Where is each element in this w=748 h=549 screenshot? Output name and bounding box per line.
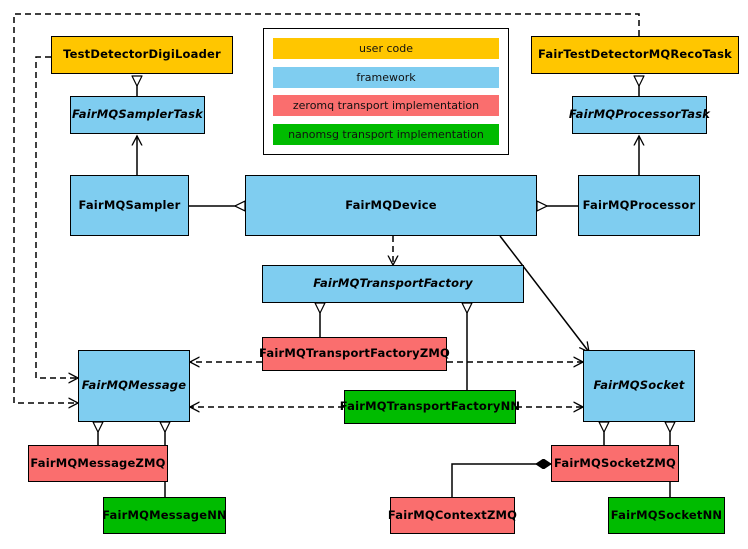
legend-item-framework: framework	[273, 66, 499, 88]
class-node-fairmqprocessortask[interactable]: FairMQProcessorTask	[569, 96, 710, 134]
class-node-fairmqprocessor[interactable]: FairMQProcessor	[578, 175, 700, 236]
class-node-fairmqmessagenn[interactable]: FairMQMessageNN	[102, 497, 227, 534]
class-node-fairmqsocketzmq[interactable]: FairMQSocketZMQ	[551, 445, 679, 482]
class-node-fairmqtransportfactorynn[interactable]: FairMQTransportFactoryNN	[340, 390, 520, 424]
class-node-fairmqsamplertask[interactable]: FairMQSamplerTask	[70, 96, 205, 134]
class-node-fairmqsocket[interactable]: FairMQSocket	[583, 350, 695, 422]
class-node-fairmqmessage[interactable]: FairMQMessage	[78, 350, 190, 422]
class-node-fairmqtransportfactoryzmq[interactable]: FairMQTransportFactoryZMQ	[259, 337, 450, 371]
class-node-fairmqdevice[interactable]: FairMQDevice	[245, 175, 537, 236]
legend-item-zeromq: zeromq transport implementation	[273, 95, 499, 117]
legend-item-user-code: user code	[273, 38, 499, 59]
legend-item-nanomsg: nanomsg transport implementation	[273, 123, 499, 145]
class-node-fairmqsocketnn[interactable]: FairMQSocketNN	[608, 497, 725, 534]
class-node-testdetectordigiloader[interactable]: TestDetectorDigiLoader	[51, 36, 233, 74]
class-node-fairtestdetectormqrecotask[interactable]: FairTestDetectorMQRecoTask	[531, 36, 739, 74]
class-node-fairmqmessagezmq[interactable]: FairMQMessageZMQ	[28, 445, 168, 482]
class-node-fairmqsampler[interactable]: FairMQSampler	[70, 175, 189, 236]
class-node-fairmqtransportfactory[interactable]: FairMQTransportFactory	[262, 265, 524, 303]
legend: user code framework zeromq transport imp…	[263, 28, 509, 155]
class-node-fairmqcontextzmq[interactable]: FairMQContextZMQ	[388, 497, 517, 534]
edge-contextzmq-to-socketzmq	[451, 464, 551, 497]
